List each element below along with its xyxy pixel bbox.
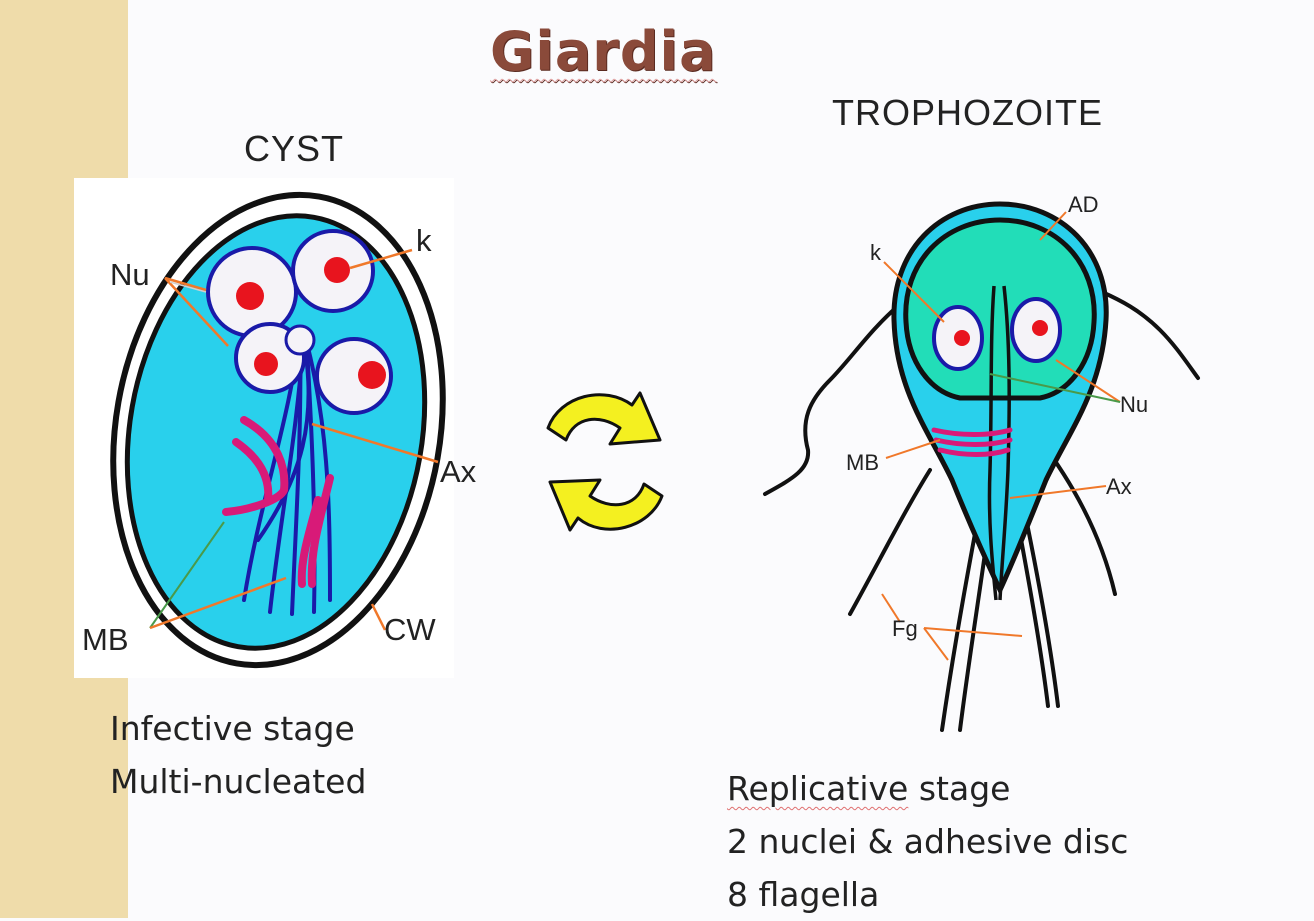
cyst-label-nu: Nu <box>110 257 150 292</box>
trophozoite-heading: TROPHOZOITE <box>832 92 1103 133</box>
cycle-arrows-icon <box>546 391 664 532</box>
troph-label-ad: AD <box>1068 192 1099 217</box>
trophozoite-caption-line: Replicative stage <box>727 762 1128 815</box>
trophozoite-caption: Replicative stage 2 nuclei & adhesive di… <box>727 762 1128 921</box>
troph-label-nu: Nu <box>1120 392 1148 417</box>
cyst-leader-lines <box>149 248 439 631</box>
trophozoite-leader-lines <box>881 211 1121 661</box>
cyst-drawing: Nu k Ax MB CW <box>82 191 477 669</box>
troph-label-fg: Fg <box>892 616 918 641</box>
cyst-nuclei <box>206 229 393 415</box>
cyst-caption: Infective stage Multi-nucleated <box>110 702 366 808</box>
cyst-caption-line: Infective stage <box>110 709 355 748</box>
cyst-label-mb: MB <box>82 622 129 657</box>
cyst-label-k: k <box>416 223 432 258</box>
cyst-median-bodies <box>222 416 334 588</box>
troph-label-k: k <box>870 240 882 265</box>
cyst-label-cw: CW <box>384 612 436 647</box>
troph-label-mb: MB <box>846 450 879 475</box>
trophozoite-nuclei <box>932 297 1062 371</box>
cyst-heading: CYST <box>244 128 345 169</box>
trophozoite-drawing: AD k Nu MB Ax Fg <box>763 192 1200 732</box>
cyst-label-ax: Ax <box>440 454 477 489</box>
trophozoite-adhesive-disc <box>903 217 1097 401</box>
diagram-title: Giardia <box>490 20 717 83</box>
trophozoite-median-bodies <box>931 427 1013 457</box>
cyst-caption-line: Multi-nucleated <box>110 762 367 801</box>
stage-word: stage <box>908 769 1011 808</box>
trophozoite-axonemes <box>987 285 1011 601</box>
trophozoite-caption-line: 8 flagella <box>727 875 880 914</box>
troph-label-ax: Ax <box>1106 474 1132 499</box>
trophozoite-caption-line: 2 nuclei & adhesive disc <box>727 822 1129 861</box>
replicative-word: Replicative <box>727 769 909 808</box>
